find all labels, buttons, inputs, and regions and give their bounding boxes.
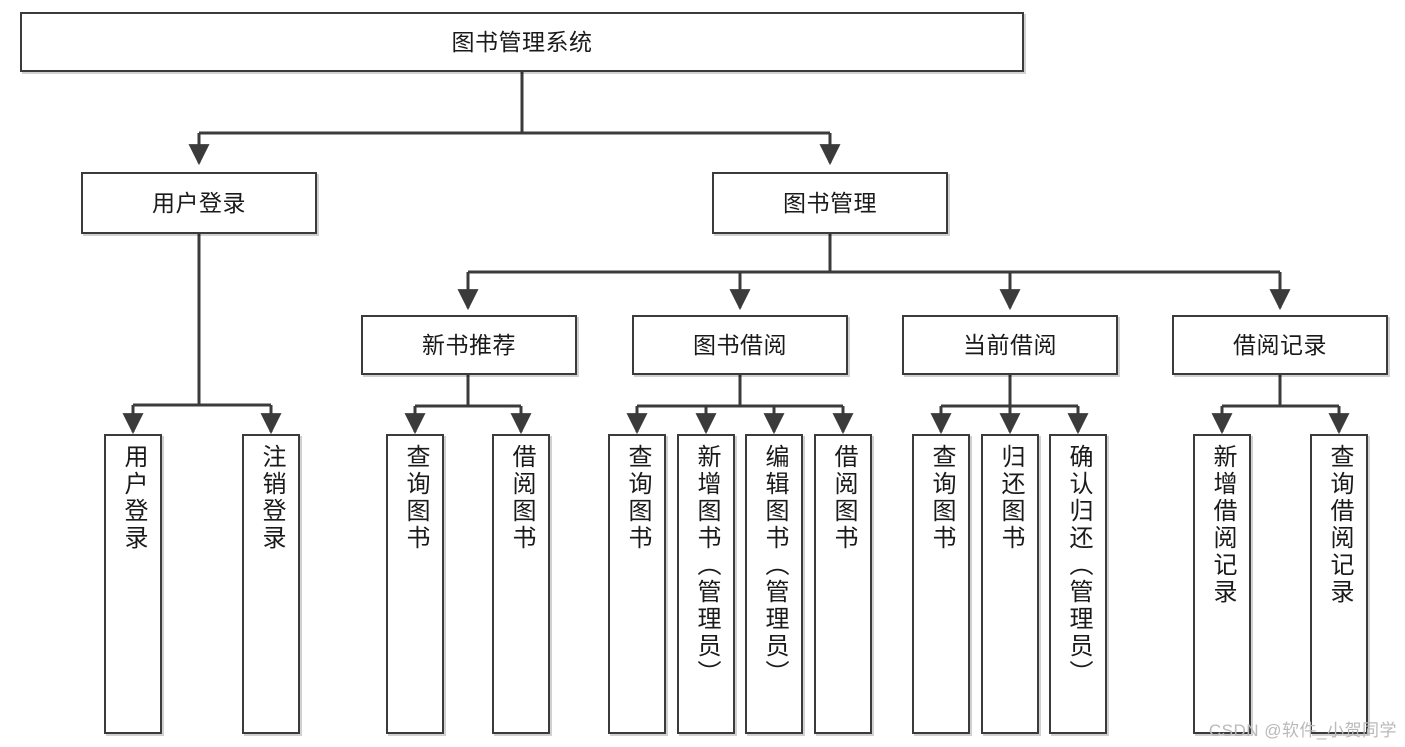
watermark: CSDN @软件_小贺同学 (1208, 721, 1397, 740)
node-leaf-user-login-label: 用户登录 (119, 444, 147, 552)
node-new-book-recommend[interactable]: 新书推荐 (361, 315, 577, 375)
node-leaf-borrow-book-2-label: 借阅图书 (829, 444, 857, 552)
node-leaf-logout-label: 注销登录 (257, 444, 285, 552)
node-borrow-record[interactable]: 借阅记录 (1172, 315, 1388, 375)
node-root-label: 图书管理系统 (451, 28, 593, 55)
node-leaf-return-book-label: 归还图书 (996, 444, 1024, 552)
node-new-book-recommend-label: 新书推荐 (422, 331, 516, 358)
node-leaf-edit-book-label: 编辑图书（管理员） (760, 444, 788, 687)
node-book-borrow[interactable]: 图书借阅 (632, 315, 848, 375)
node-book-management-label: 图书管理 (783, 189, 877, 216)
node-leaf-borrow-book-1[interactable]: 借阅图书 (492, 434, 550, 734)
node-leaf-add-record[interactable]: 新增借阅记录 (1193, 434, 1251, 734)
node-leaf-borrow-book-1-label: 借阅图书 (507, 444, 535, 552)
node-current-borrow[interactable]: 当前借阅 (902, 315, 1118, 375)
node-borrow-record-label: 借阅记录 (1233, 331, 1327, 358)
node-leaf-add-book-label: 新增图书（管理员） (692, 444, 720, 687)
node-leaf-query-book-1[interactable]: 查询图书 (386, 434, 444, 734)
node-leaf-logout[interactable]: 注销登录 (242, 434, 300, 734)
node-book-management[interactable]: 图书管理 (712, 172, 948, 234)
node-leaf-query-record[interactable]: 查询借阅记录 (1310, 434, 1368, 734)
node-leaf-query-book-3-label: 查询图书 (927, 444, 955, 552)
node-current-borrow-label: 当前借阅 (963, 331, 1057, 358)
node-leaf-confirm-return-label: 确认归还（管理员） (1064, 444, 1092, 687)
node-user-login[interactable]: 用户登录 (81, 172, 317, 234)
node-user-login-label: 用户登录 (152, 189, 246, 216)
node-book-borrow-label: 图书借阅 (693, 331, 787, 358)
node-leaf-query-book-3[interactable]: 查询图书 (912, 434, 970, 734)
node-leaf-query-record-label: 查询借阅记录 (1325, 444, 1353, 606)
node-leaf-return-book[interactable]: 归还图书 (981, 434, 1039, 734)
node-leaf-edit-book[interactable]: 编辑图书（管理员） (745, 434, 803, 734)
node-leaf-add-book[interactable]: 新增图书（管理员） (677, 434, 735, 734)
node-leaf-query-book-2-label: 查询图书 (623, 444, 651, 552)
node-leaf-add-record-label: 新增借阅记录 (1208, 444, 1236, 606)
node-root[interactable]: 图书管理系统 (20, 12, 1024, 72)
node-leaf-query-book-2[interactable]: 查询图书 (608, 434, 666, 734)
node-leaf-query-book-1-label: 查询图书 (401, 444, 429, 552)
node-leaf-borrow-book-2[interactable]: 借阅图书 (814, 434, 872, 734)
node-leaf-user-login[interactable]: 用户登录 (104, 434, 162, 734)
node-leaf-confirm-return[interactable]: 确认归还（管理员） (1049, 434, 1107, 734)
